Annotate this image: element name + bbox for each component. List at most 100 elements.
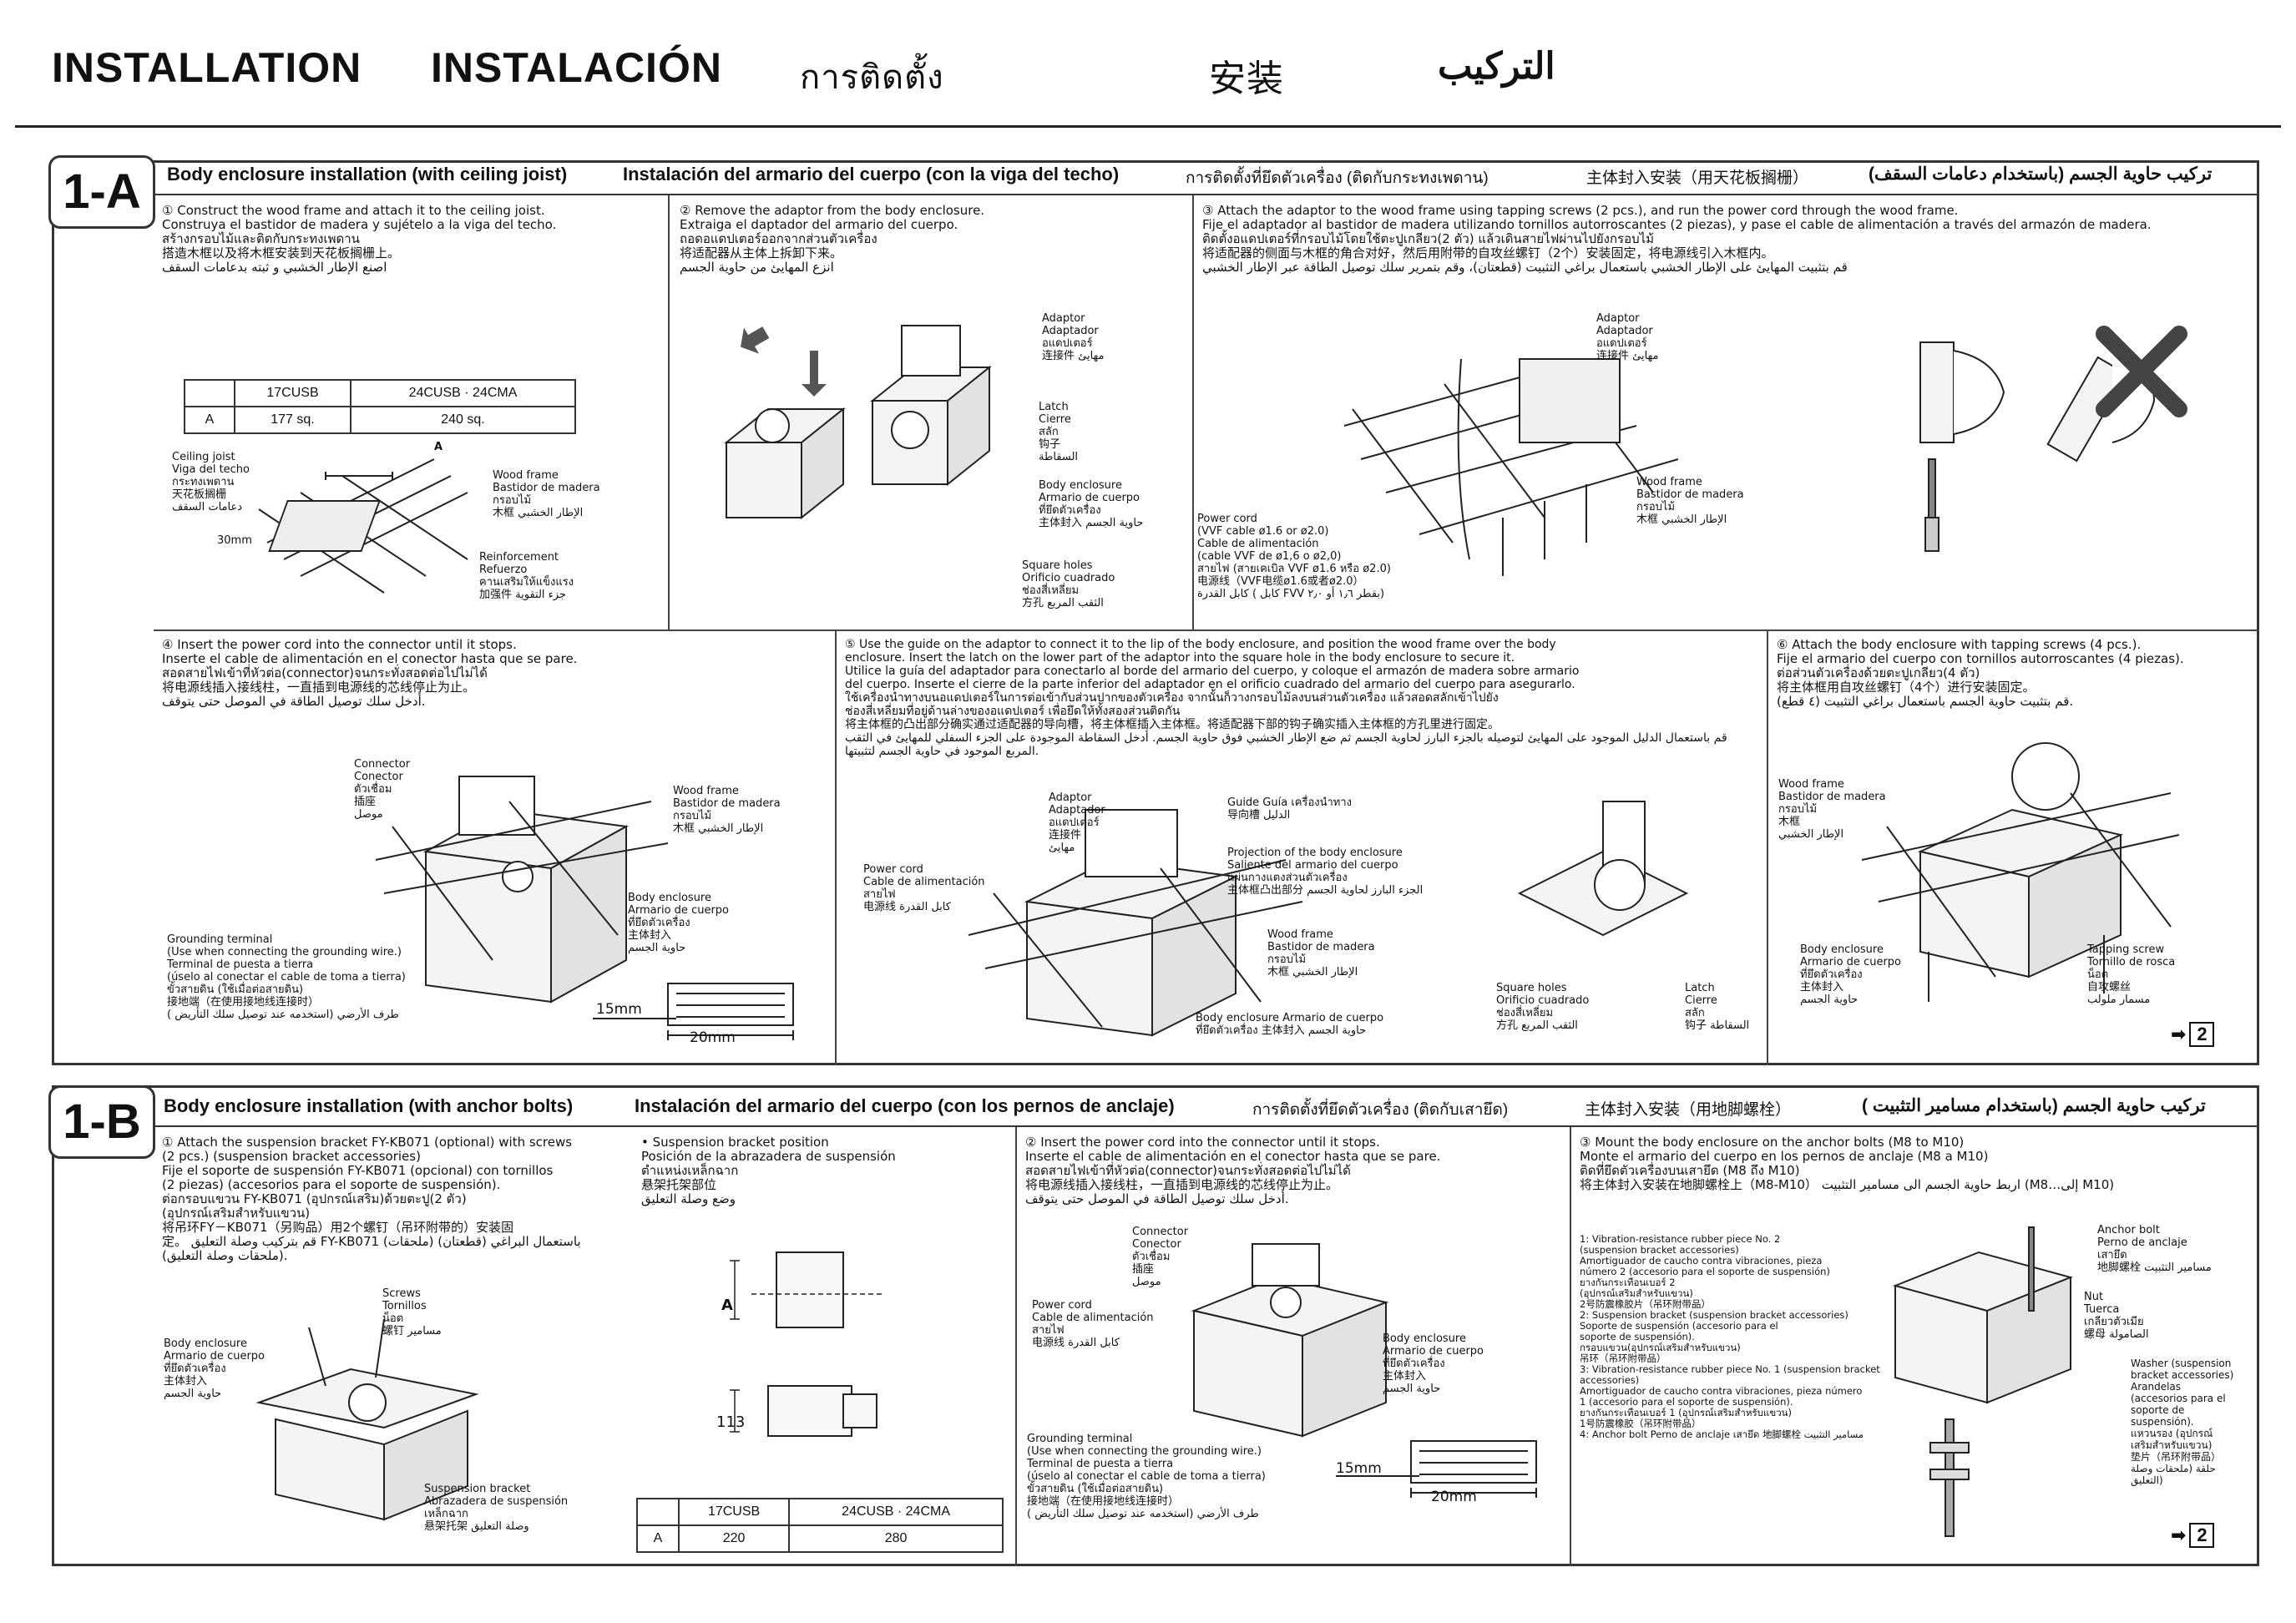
suspension-bracket-illustration <box>255 1318 479 1521</box>
parts-list: 1: Vibration-resistance rubber piece No.… <box>1580 1233 1880 1440</box>
label-guide-5: Guide Guía เครื่องนำทาง 导向槽 الدليل <box>1227 796 1353 822</box>
dimension-table-1a: 17CUSB 24CUSB · 24CMA A 177 sq. 240 sq. <box>184 379 577 434</box>
bracket-position-diagram <box>730 1251 885 1437</box>
divider <box>1192 195 1194 629</box>
label-connector-4: Connector Conector ตัวเชื่อม 插座 موصل <box>354 758 411 821</box>
section-1a-title-ar: تركيب حاوية الجسم (باستخدام دعامات السقف… <box>1869 164 2213 184</box>
section-1b-panel <box>52 1085 2259 1566</box>
square-hole-detail-illustration <box>1517 801 1689 937</box>
label-15mm: 15mm <box>596 1001 642 1018</box>
label-power-cord-b: Power cord Cable de alimentación สายไฟ 电… <box>1032 1299 1154 1349</box>
label-30mm: 30mm <box>217 534 252 547</box>
section-1a-title-zh: 主体封入安装（用天花板搁栅） <box>1586 169 1809 187</box>
label-anchor-bolt: Anchor bolt Perno de anclaje เสายึด 地脚螺栓… <box>2097 1224 2212 1274</box>
step-1a-3-text: ③ Attach the adaptor to the wood frame u… <box>1202 203 2152 275</box>
table-header-cell <box>184 379 235 407</box>
divider <box>835 629 837 1065</box>
divider <box>668 195 670 629</box>
label-wood-frame-5: Wood frame Bastidor de madera กรอบไม้ 木框… <box>1267 928 1375 978</box>
table-header-cell: 17CUSB <box>234 379 351 407</box>
label-dimension-a-b: A <box>721 1297 733 1314</box>
label-washer: Washer (suspension bracket accessories) … <box>2131 1358 2234 1486</box>
table-cell: A <box>184 406 235 434</box>
step-1a-2-text: ② Remove the adaptor from the body enclo… <box>680 203 985 275</box>
label-body-enclosure-5: Body enclosure Armario de cuerpo ที่ยึดต… <box>1196 1012 1384 1037</box>
table-cell: 280 <box>788 1524 1004 1553</box>
label-projection-5: Projection of the body enclosure Salient… <box>1227 847 1424 897</box>
tapping-screw-illustration <box>1861 742 2180 1002</box>
title-spanish: INSTALACIÓN <box>431 44 722 91</box>
table-cell: 220 <box>677 1524 791 1553</box>
label-square-holes: Square holes Orificio cuadrado ช่องสี่เห… <box>1022 559 1115 609</box>
step-1a-1-text: ① Construct the wood frame and attach it… <box>162 203 557 275</box>
label-reinforcement: Reinforcement Refuerzo คานเสริมให้แข็งแร… <box>479 551 574 601</box>
section-1a-title-th: การติดตั้งที่ยึดตัวเครื่อง (ติดกับกระทงเ… <box>1186 169 1489 187</box>
step-1a-5-text: ⑤ Use the guide on the adaptor to connec… <box>845 638 1727 758</box>
label-grounding-terminal-4: Grounding terminal (Use when connecting … <box>167 933 406 1021</box>
bracket-position-title: • Suspension bracket position Posición d… <box>641 1135 896 1206</box>
label-tapping-screw-6: Tapping screw Tornillo de rosca น็อต 自攻螺… <box>2087 943 2176 1006</box>
label-power-cord-5: Power cord Cable de alimentación สายไฟ 电… <box>863 863 985 913</box>
table-header-cell: 17CUSB <box>677 1498 791 1526</box>
table-header-cell <box>636 1498 680 1526</box>
table-cell: A <box>636 1524 680 1553</box>
next-page-indicator: ➡2 <box>2171 1022 2215 1047</box>
wire-strip-diagram-b <box>1336 1440 1537 1498</box>
label-body-enclosure-6: Body enclosure Armario de cuerpo ที่ยึดต… <box>1800 943 1901 1006</box>
label-nut: Nut Tuerca เกลียวตัวเมีย 螺母 الصامولة <box>2084 1291 2149 1341</box>
label-wood-frame: Wood frame Bastidor de madera กรอบไม้ 木框… <box>493 469 600 519</box>
label-body-enclosure-b2: Body enclosure Armario de cuerpo ที่ยึดต… <box>1383 1332 1484 1395</box>
step-1b-2-text: ② Insert the power cord into the connect… <box>1025 1135 1441 1206</box>
label-dimension-a: A <box>434 441 443 453</box>
next-page-indicator-b: ➡2 <box>2171 1523 2215 1548</box>
label-suspension-bracket: Suspension bracket Abrazadera de suspens… <box>424 1483 569 1533</box>
label-wood-frame-6: Wood frame Bastidor de madera กรอบไม้ 木框… <box>1778 778 1886 841</box>
title-chinese: 安装 <box>1209 58 1284 99</box>
section-1b-title-zh: 主体封入安装（用地脚螺栓） <box>1585 1101 1792 1119</box>
step-1b-1-text: ① Attach the suspension bracket FY-KB071… <box>162 1135 581 1263</box>
label-wood-frame-3: Wood frame Bastidor de madera กรอบไม้ 木框… <box>1636 476 1744 526</box>
title-arabic: التركيب <box>1438 46 1555 87</box>
title-english: INSTALLATION <box>52 44 362 91</box>
section-1a-panel <box>52 160 2259 1065</box>
label-adaptor-5: Adaptor Adaptador อแดปเตอร์ 连接件 مهايئ <box>1049 791 1105 854</box>
dimension-table-1b: 17CUSB 24CUSB · 24CMA A 220 280 <box>636 1498 1004 1553</box>
label-wood-frame-4: Wood frame Bastidor de madera กรอบไม้ 木框… <box>673 785 781 835</box>
next-page-number: 2 <box>2189 1022 2215 1047</box>
section-1a-badge: 1-A <box>48 155 155 229</box>
guide-latch-illustration <box>968 809 1303 1037</box>
step-1a-6-text: ⑥ Attach the body enclosure with tapping… <box>1777 637 2184 709</box>
step-1b-3-text: ③ Mount the body enclosure on the anchor… <box>1580 1135 2115 1192</box>
header-rule <box>15 125 2281 128</box>
section-1b-title-en: Body enclosure installation (with anchor… <box>164 1095 574 1116</box>
label-power-cord-3: Power cord (VVF cable ø1.6 or ø2.0) Cabl… <box>1197 513 1391 600</box>
connector-insert-b-illustration <box>1191 1243 1389 1438</box>
label-body-enclosure-b1: Body enclosure Armario de cuerpo ที่ยึดต… <box>164 1337 265 1400</box>
divider <box>1570 1127 1571 1566</box>
wire-strip-diagram <box>593 983 794 1040</box>
wood-frame-joist-illustration <box>258 458 468 594</box>
adaptor-removal-illustration <box>724 325 992 520</box>
section-1b-title-rule <box>154 1125 2259 1127</box>
section-1b-title-ar: تركيب حاوية الجسم (باستخدام مسامير التثب… <box>1862 1096 2206 1115</box>
adaptor-orientation-illustration <box>1919 326 2187 552</box>
label-adaptor: Adaptor Adaptador อแดปเตอร์ 连接件 مهايئ <box>1042 312 1105 362</box>
label-square-holes-5: Square holes Orificio cuadrado ช่องสี่เห… <box>1496 982 1590 1032</box>
section-1a-title-en: Body enclosure installation (with ceilin… <box>167 164 568 185</box>
adaptor-attach-illustration <box>1343 358 1679 576</box>
divider <box>1015 1127 1017 1566</box>
arrow-right-icon: ➡ <box>2171 1524 2187 1545</box>
next-page-number: 2 <box>2189 1523 2215 1548</box>
label-grounding-terminal-b: Grounding terminal (Use when connecting … <box>1027 1433 1266 1520</box>
label-body-enclosure: Body enclosure Armario de cuerpo ที่ยึดต… <box>1039 479 1144 529</box>
title-thai: การติดตั้ง <box>800 59 944 96</box>
connector-insert-illustration <box>375 776 669 1004</box>
table-header-cell: 24CUSB · 24CMA <box>788 1498 1004 1526</box>
arrow-right-icon: ➡ <box>2171 1024 2187 1044</box>
label-connector-b: Connector Conector ตัวเชื่อม 插座 موصل <box>1132 1226 1189 1288</box>
label-20mm: 20mm <box>690 1029 736 1046</box>
section-1b-title-es: Instalación del armario del cuerpo (con … <box>635 1095 1175 1116</box>
section-1a-title-es: Instalación del armario del cuerpo (con … <box>623 164 1120 185</box>
label-adaptor-3: Adaptor Adaptador อแดปเตอร์ 连接件 مهايئ <box>1596 312 1659 362</box>
anchor-bolt-illustration <box>1892 1226 2074 1537</box>
